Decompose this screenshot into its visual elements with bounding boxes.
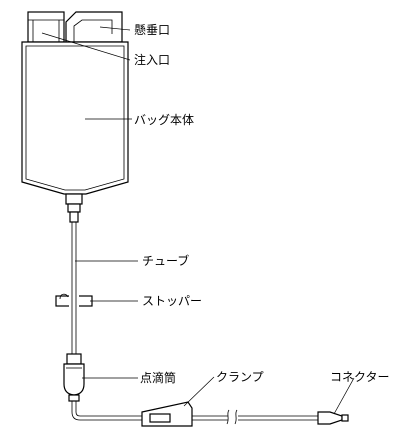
tube-lower (71, 401, 320, 421)
label-drip-chamber: 点滴筒 (140, 370, 176, 385)
clamp (141, 401, 193, 427)
leader-lines (41, 26, 355, 415)
stopper (55, 293, 93, 308)
label-tube: チューブ (142, 253, 189, 268)
label-connector: コネクター (330, 370, 390, 384)
label-clamp: クランプ (216, 370, 264, 384)
label-bag-body: バッグ本体 (134, 113, 194, 127)
label-injection-port: 注入口 (134, 52, 170, 67)
bag-body (21, 41, 129, 195)
tube-break-mark (226, 409, 238, 425)
hanger (65, 11, 123, 43)
injection-port (27, 11, 65, 43)
drip-chamber (63, 353, 85, 402)
connector (317, 411, 349, 425)
tube-upper (71, 222, 77, 355)
label-stopper: ストッパー (142, 294, 202, 308)
label-hanger: 懸垂口 (134, 23, 170, 37)
bag-outlet (65, 193, 83, 223)
